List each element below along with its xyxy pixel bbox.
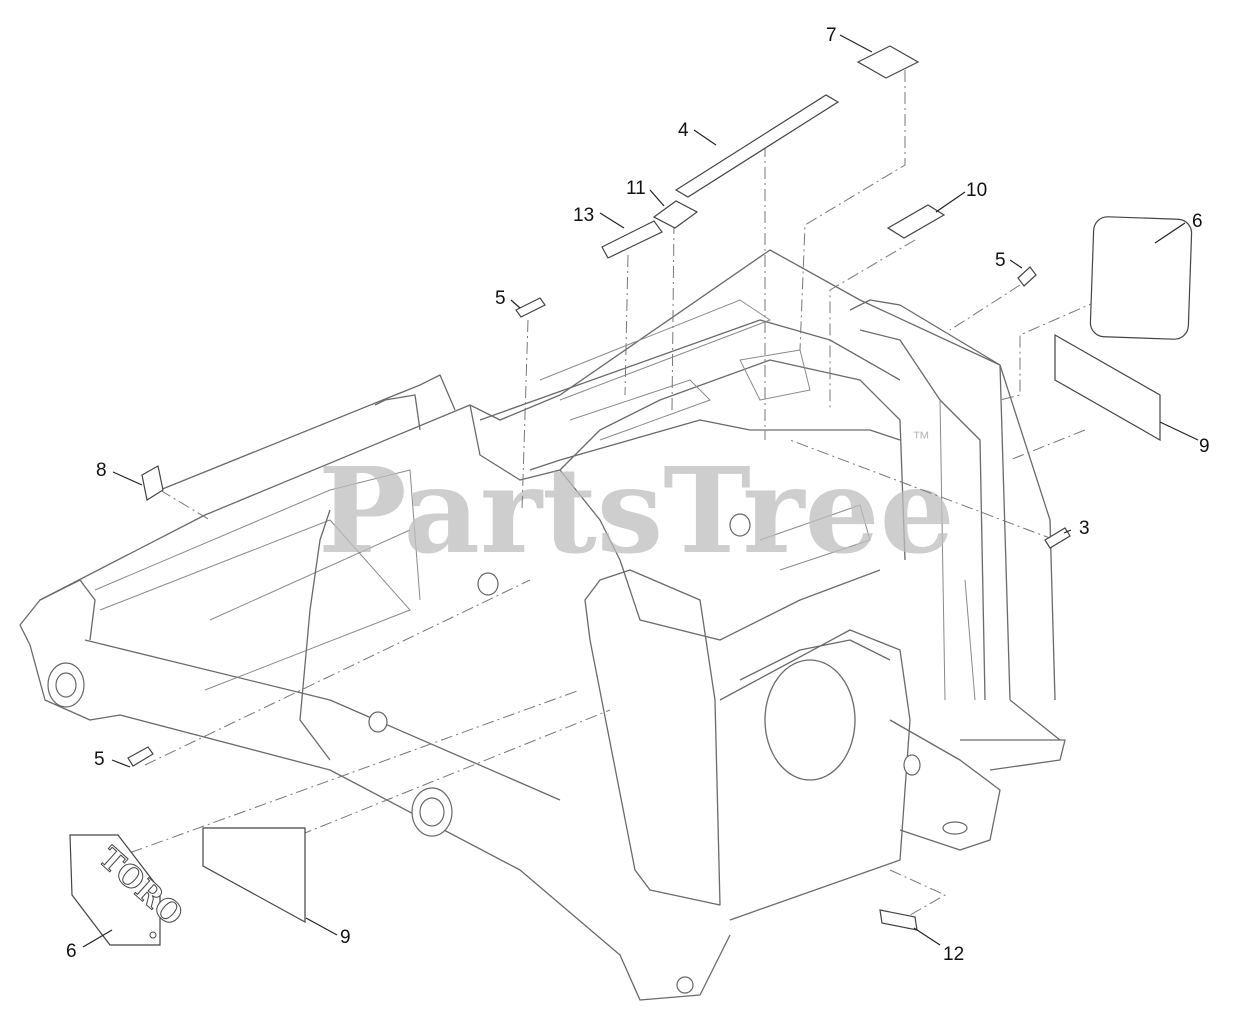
callout-6-top: 6: [1192, 211, 1203, 232]
callout-9-left: 9: [340, 927, 351, 948]
decal-5-right: [1017, 266, 1037, 287]
decal-8: [141, 465, 164, 501]
callout-11: 11: [626, 178, 646, 199]
callout-5-right: 5: [995, 250, 1006, 271]
callout-9-right: 9: [1199, 436, 1210, 457]
decal-5-left: [127, 746, 154, 767]
toro-logo-decal: TORO: [69, 834, 190, 946]
decal-9-left: [202, 827, 306, 924]
callout-12: 12: [943, 944, 964, 965]
callout-6-bottom: 6: [66, 941, 77, 962]
callout-10: 10: [966, 180, 987, 201]
decal-4: [674, 94, 840, 198]
decal-7: [856, 45, 920, 79]
watermark-trademark: ™: [912, 428, 930, 448]
partstree-watermark: PartsTree ™: [318, 428, 955, 580]
callout-7: 7: [826, 25, 837, 46]
loader-frame: [19, 249, 1066, 1001]
callout-13: 13: [573, 205, 594, 226]
decal-9-right: [1054, 333, 1161, 442]
decal-12: [879, 909, 918, 931]
decal-3: [1044, 527, 1071, 549]
decal-13: [601, 220, 663, 259]
callout-3: 3: [1079, 518, 1090, 539]
decal-5-top: [515, 297, 546, 318]
callout-4: 4: [678, 120, 689, 141]
callout-8: 8: [96, 460, 107, 481]
decal-10: [886, 204, 946, 239]
decal-11: [652, 200, 699, 229]
placement-lines: [109, 70, 1101, 919]
decal-6-top: [1089, 216, 1193, 340]
callout-numbers: 7 4 11 13 10 6 5 5 9 8 3 5 6 9 12: [66, 25, 1210, 965]
callout-5-left: 5: [94, 749, 105, 770]
frame-holes: [47, 513, 968, 994]
leader-lines: [82, 34, 1199, 948]
callout-5-top: 5: [495, 288, 506, 309]
watermark-brand: PartsTree: [318, 441, 955, 580]
